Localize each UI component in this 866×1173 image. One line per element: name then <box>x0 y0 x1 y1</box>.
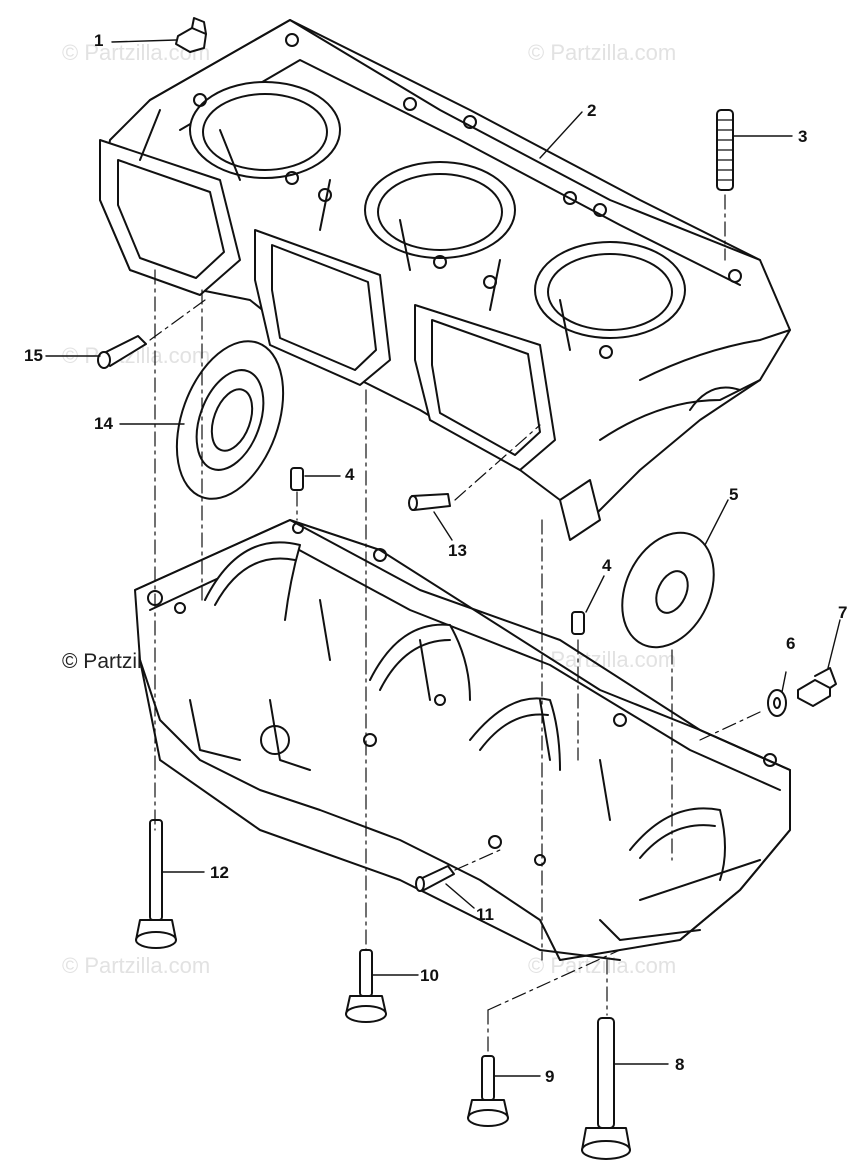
lower-crankcase <box>134 519 791 961</box>
callout-4a: 4 <box>345 465 355 484</box>
part-stud <box>716 109 734 191</box>
callout-2: 2 <box>587 101 597 120</box>
callout-10: 10 <box>420 966 439 985</box>
callout-11: 11 <box>476 905 494 924</box>
callout-6: 6 <box>786 634 796 653</box>
part-bolt-7 <box>797 667 837 707</box>
part-bolt-10 <box>345 949 387 1023</box>
callout-4b: 4 <box>602 556 612 575</box>
callout-8: 8 <box>675 1055 685 1074</box>
part-bolt-12 <box>135 819 177 949</box>
leader-lines <box>45 39 841 1077</box>
part-bolt-8 <box>581 1017 631 1160</box>
assembly-lines <box>149 194 761 1056</box>
callout-13: 13 <box>448 541 467 560</box>
part-seal <box>175 340 285 500</box>
callout-1: 1 <box>94 31 104 50</box>
part-pin-15 <box>97 335 147 369</box>
callout-5: 5 <box>729 485 739 504</box>
watermark: © Partzilla.com <box>62 953 211 978</box>
callout-15: 15 <box>24 346 43 365</box>
part-dowel <box>290 467 585 635</box>
callout-7: 7 <box>838 603 848 622</box>
part-small-washer <box>767 689 787 717</box>
callout-9: 9 <box>545 1067 555 1086</box>
callout-14: 14 <box>94 414 113 433</box>
part-pin-11 <box>415 865 455 892</box>
part-bolt-9 <box>467 1055 509 1127</box>
part-pin-13 <box>408 493 451 511</box>
watermark: © Partzilla.com <box>528 40 677 65</box>
callout-12: 12 <box>210 863 229 882</box>
upper-crankcase <box>99 19 791 541</box>
callout-3: 3 <box>798 127 808 146</box>
part-washer <box>621 531 715 649</box>
part-fitting <box>175 17 207 53</box>
